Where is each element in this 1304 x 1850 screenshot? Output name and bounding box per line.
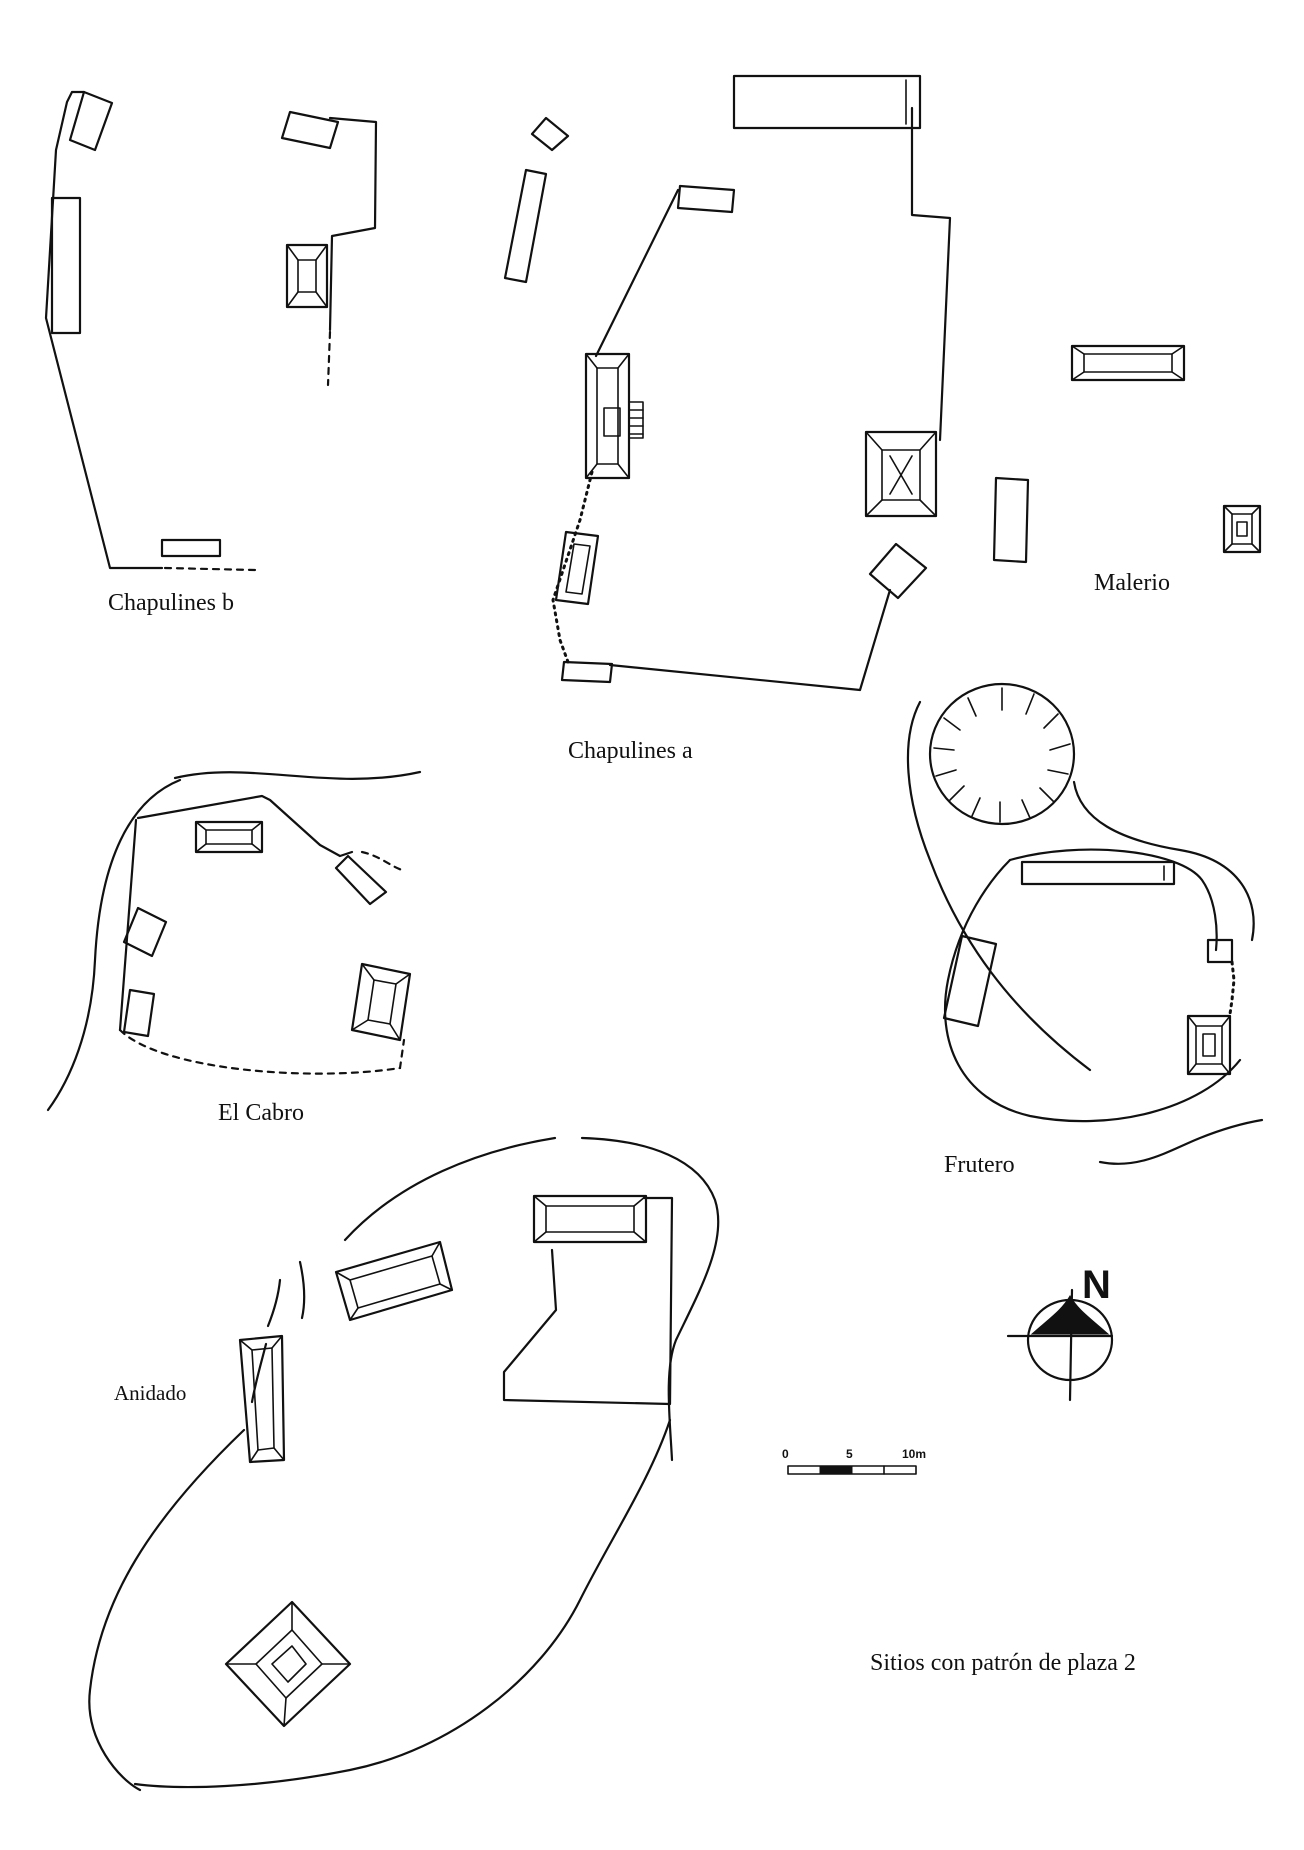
mound-structure [942,934,998,1028]
mound-structure [560,660,614,684]
terrain-contour [298,1260,306,1320]
pyramid-structure [1186,1014,1232,1076]
boundary-dotted-segment [551,470,594,664]
site-anidado: Anidado [88,1136,720,1792]
pyramid-structure [238,1334,286,1464]
pyramid-structure [285,243,329,309]
north-arrow-icon: N [1006,1263,1114,1402]
site-label: Malerio [1094,570,1170,596]
boundary-dashed-segment [360,850,404,872]
plaza-boundary [1008,848,1218,952]
mound-structure [122,988,156,1038]
pyramid-structure [554,530,600,606]
boundary-dashed-segment [163,566,257,572]
pyramid-structure [584,352,644,480]
plaza-boundary [910,106,952,442]
mound-structure [334,854,388,906]
terrain-contour [906,700,1092,1072]
scale-tick-label: 5 [846,1447,853,1461]
terrain-contour [46,778,182,1112]
mound-structure [1020,860,1176,886]
plaza-boundary-east [328,116,378,332]
scale-bar: 0 5 10m [782,1447,926,1475]
pyramid-structure [532,1194,648,1244]
plaza-boundary [118,818,138,1032]
plaza-boundary [608,588,892,692]
site-frutero: Frutero [906,682,1264,1178]
hill-feature [928,682,1076,826]
scale-tick-label: 10m [902,1447,926,1461]
mound-structure [68,90,114,152]
mound-structure [160,538,222,558]
pyramid-structure [194,820,264,854]
site-label: Chapulines b [108,590,234,616]
site-malerio: Malerio [992,344,1262,596]
scale-tick-label: 0 [782,1447,789,1461]
site-el-cabro: El Cabro [46,770,422,1126]
plaza-boundary [594,188,680,358]
mound-structure [50,196,82,335]
terrain-contour [580,1136,720,1462]
pyramid-structure [224,1600,352,1728]
boundary-dotted-segment [1228,960,1236,1016]
pyramid-structure [350,962,412,1042]
terrain-contour [88,1428,246,1792]
site-label: Chapulines a [568,738,693,764]
mound-structure [503,168,548,284]
terrain-contour [343,1136,557,1242]
plaza-boundary [44,90,164,570]
boundary-dashed-segment [118,1028,406,1075]
site-label: Frutero [944,1152,1015,1178]
terrain-contour [1098,1118,1264,1165]
pyramid-structure [1222,504,1262,554]
mound-structure [676,184,736,214]
pyramid-structure [1070,344,1186,382]
terrain-contour [266,1278,282,1328]
pyramid-structure [864,430,938,518]
mound-structure [868,542,928,600]
mound-structure [122,906,168,958]
site-chapulines-b: Chapulines b [44,90,378,616]
figure-caption: Sitios con patrón de plaza 2 [870,1650,1136,1676]
terrain-contour [1072,780,1255,942]
north-label: N [1082,1263,1111,1307]
mound-structure [732,74,922,130]
plaza-boundary [944,858,1242,1123]
terrain-contour [133,1418,672,1789]
boundary-dashed-segment [326,330,332,387]
mound-structure [992,476,1030,564]
plaza-boundary [136,794,354,858]
mound-structure [1206,938,1234,964]
mound-structure [530,116,570,152]
terrain-contour [173,770,422,780]
site-label: El Cabro [218,1100,304,1126]
site-chapulines-a: Chapulines a [503,74,952,764]
plaza-boundary [502,1196,674,1406]
mound-structure [280,110,340,150]
pyramid-structure [334,1240,454,1322]
site-label: Anidado [114,1381,186,1405]
